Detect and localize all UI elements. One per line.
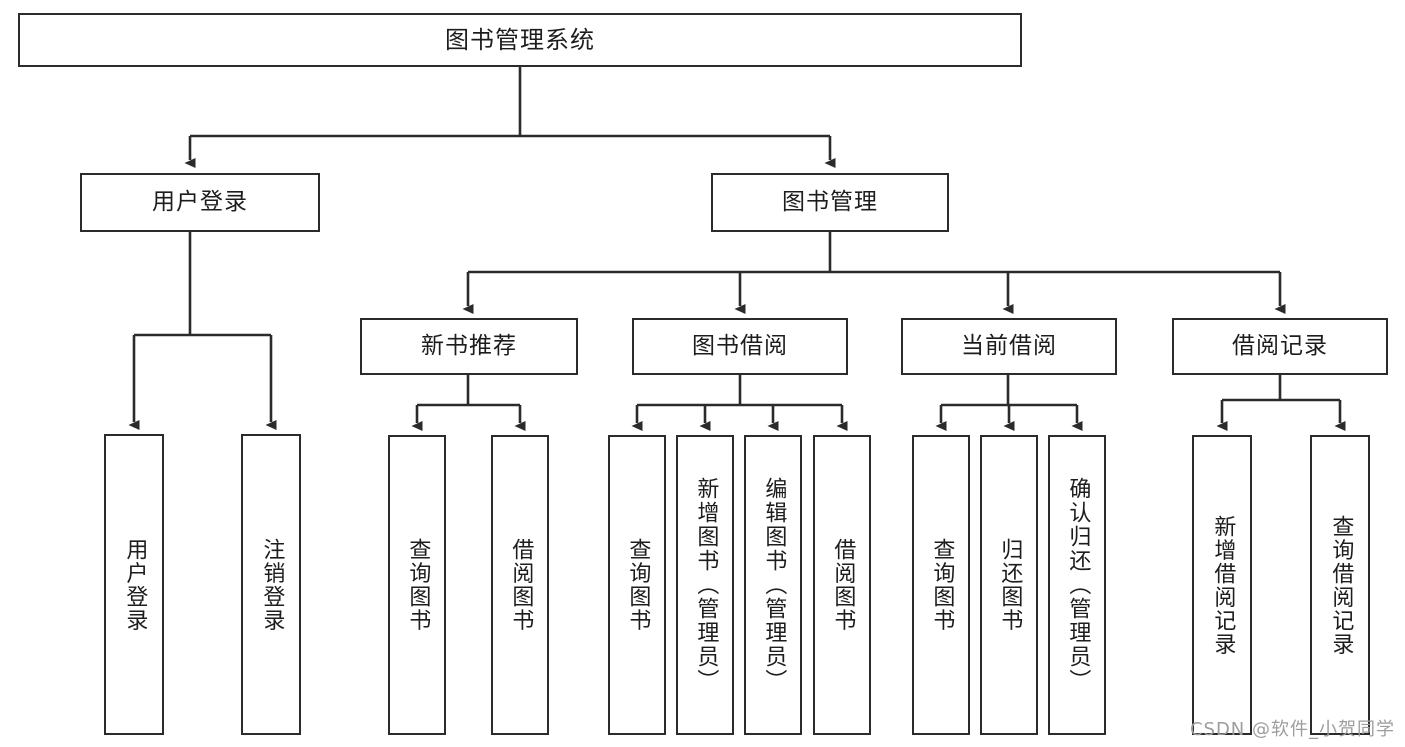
node-leaf-rec-query[interactable]: 查询图书 (388, 435, 446, 735)
node-borrow-record[interactable]: 借阅记录 (1172, 318, 1388, 375)
node-leaf-rec-borrow[interactable]: 借阅图书 (491, 435, 549, 735)
node-leaf-cur-confirm-label: 确认归还（管理员） (1065, 477, 1091, 693)
node-leaf-borrow-query-label: 查询图书 (625, 538, 651, 632)
node-user-login-label: 用户登录 (152, 188, 248, 215)
node-book-manage-label: 图书管理 (782, 188, 878, 215)
node-book-borrow-label: 图书借阅 (692, 332, 788, 359)
node-leaf-cur-return[interactable]: 归还图书 (980, 435, 1038, 735)
node-leaf-cur-query[interactable]: 查询图书 (912, 435, 970, 735)
node-leaf-user-logout[interactable]: 注销登录 (241, 434, 301, 735)
node-new-book-rec-label: 新书推荐 (421, 332, 517, 359)
node-root[interactable]: 图书管理系统 (18, 13, 1022, 67)
node-leaf-borrow-add-label: 新增图书（管理员） (693, 477, 719, 693)
node-leaf-rec-query2[interactable]: 查询借阅记录 (1310, 435, 1370, 735)
node-leaf-borrow-edit-label: 编辑图书（管理员） (761, 477, 787, 693)
node-leaf-borrow-lend-label: 借阅图书 (830, 538, 856, 632)
watermark: CSDN @软件_小贺同学 (1189, 719, 1395, 740)
node-user-login[interactable]: 用户登录 (80, 173, 320, 232)
node-current-borrow-label: 当前借阅 (961, 332, 1057, 359)
node-leaf-cur-return-label: 归还图书 (997, 538, 1023, 632)
node-leaf-rec-query2-label: 查询借阅记录 (1328, 514, 1354, 656)
node-leaf-borrow-add[interactable]: 新增图书（管理员） (676, 435, 734, 735)
node-leaf-borrow-lend[interactable]: 借阅图书 (813, 435, 871, 735)
node-leaf-cur-confirm[interactable]: 确认归还（管理员） (1048, 435, 1106, 735)
node-leaf-rec-borrow-label: 借阅图书 (508, 538, 534, 632)
node-leaf-rec-query-label: 查询图书 (405, 538, 431, 632)
node-leaf-rec-add[interactable]: 新增借阅记录 (1192, 435, 1252, 735)
node-book-manage[interactable]: 图书管理 (711, 173, 949, 232)
node-leaf-user-logout-label: 注销登录 (259, 537, 285, 632)
node-new-book-rec[interactable]: 新书推荐 (360, 318, 578, 375)
node-leaf-borrow-edit[interactable]: 编辑图书（管理员） (744, 435, 802, 735)
node-leaf-user-login-label: 用户登录 (122, 537, 148, 632)
node-leaf-user-login[interactable]: 用户登录 (104, 434, 164, 735)
node-current-borrow[interactable]: 当前借阅 (901, 318, 1117, 375)
node-leaf-rec-add-label: 新增借阅记录 (1210, 514, 1236, 656)
node-leaf-cur-query-label: 查询图书 (929, 538, 955, 632)
node-leaf-borrow-query[interactable]: 查询图书 (608, 435, 666, 735)
node-root-label: 图书管理系统 (445, 25, 595, 54)
node-borrow-record-label: 借阅记录 (1232, 332, 1328, 359)
node-book-borrow[interactable]: 图书借阅 (632, 318, 848, 375)
